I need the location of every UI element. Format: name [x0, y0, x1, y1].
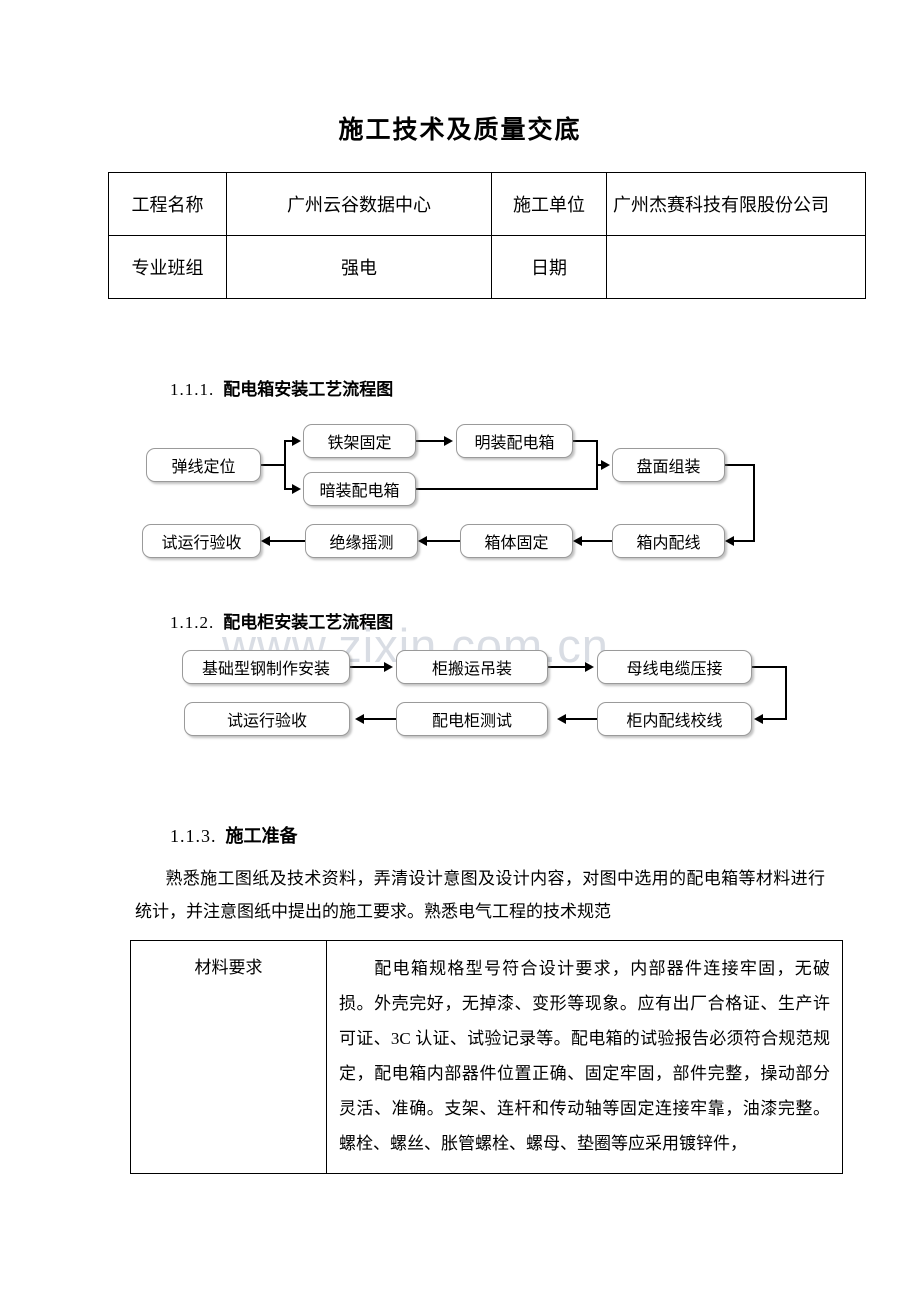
section-title-3: 施工准备	[225, 826, 298, 846]
flow1-edge-to-node2	[284, 440, 294, 442]
flow1-edge-into-node6	[734, 540, 755, 542]
flow1-edge-7-8	[427, 540, 460, 542]
flow2-arrow-to-node4	[754, 714, 763, 724]
flow2-node-6: 试运行验收	[184, 702, 350, 736]
flow1-node-4: 明装配电箱	[456, 424, 573, 458]
section-number-2: 1.1.2.	[170, 613, 215, 632]
flow2-arrow-5-6	[355, 714, 364, 724]
date-value	[606, 235, 866, 299]
flow1-arrow-7-8	[418, 536, 427, 546]
flow2-node-5: 配电柜测试	[396, 702, 548, 736]
contractor-label: 施工单位	[491, 172, 607, 236]
flow2-edge-5-6	[364, 718, 396, 720]
project-info-table: 工程名称 广州云谷数据中心 施工单位 广州杰赛科技有限股份公司 专业班组 强电 …	[108, 172, 866, 299]
material-requirement-label: 材料要求	[130, 940, 327, 1174]
flow1-edge-2-4	[416, 440, 444, 442]
flow1-arrow-8-9	[261, 536, 270, 546]
flow1-node-5: 盘面组装	[612, 448, 725, 482]
team-label: 专业班组	[108, 235, 227, 299]
flow1-edge-5-down	[753, 464, 755, 540]
table-row: 工程名称 广州云谷数据中心 施工单位 广州杰赛科技有限股份公司	[108, 172, 866, 236]
flow1-edge-join-vertical	[596, 464, 598, 489]
section-title-2: 配电柜安装工艺流程图	[223, 613, 394, 632]
flow1-node-7: 箱体固定	[460, 524, 573, 558]
flow2-arrow-4-5	[557, 714, 566, 724]
flow2-edge-3-right	[752, 666, 787, 668]
section-number-3: 1.1.3.	[170, 826, 217, 846]
preparation-line-2: 等材料进行统计，并注意图纸中提出的施工要求。熟悉电气工程的技术规范	[135, 869, 826, 921]
flow1-node-6: 箱内配线	[612, 524, 725, 558]
flow1-edge-8-9	[270, 540, 305, 542]
flow2-arrow-2-3	[585, 662, 594, 672]
flow2-edge-4-5	[566, 718, 597, 720]
date-label: 日期	[491, 235, 607, 299]
flow1-edge-split-vertical	[284, 441, 286, 490]
flow1-arrow-to-node3	[292, 484, 301, 494]
section-heading-3: 1.1.3. 施工准备	[170, 822, 298, 848]
flow1-arrow-to-node5	[601, 460, 610, 470]
material-requirement-text: 配电箱规格型号符合设计要求，内部器件连接牢固，无破损。外壳完好，无掉漆、变形等现…	[339, 959, 830, 1153]
contractor-value: 广州杰赛科技有限股份公司	[606, 172, 866, 236]
project-name-value: 广州云谷数据中心	[226, 172, 492, 236]
section-title-1: 配电箱安装工艺流程图	[223, 380, 394, 399]
flow2-node-3: 母线电缆压接	[597, 650, 752, 684]
flow1-node-2: 铁架固定	[303, 424, 416, 458]
flow2-arrow-1-2	[384, 662, 393, 672]
material-requirements-table: 材料要求 配电箱规格型号符合设计要求，内部器件连接牢固，无破损。外壳完好，无掉漆…	[130, 940, 843, 1174]
section-heading-1: 1.1.1. 配电箱安装工艺流程图	[170, 375, 393, 400]
flow1-node-8: 绝缘摇测	[305, 524, 418, 558]
flow2-edge-3-down	[785, 666, 787, 718]
section-heading-2: 1.1.2. 配电柜安装工艺流程图	[170, 608, 393, 633]
flow1-edge-4-right	[573, 440, 598, 442]
flow1-node-3: 暗装配电箱	[303, 472, 416, 506]
section-number-1: 1.1.1.	[170, 380, 215, 399]
flow2-edge-into-node4	[763, 718, 787, 720]
table-row: 材料要求 配电箱规格型号符合设计要求，内部器件连接牢固，无破损。外壳完好，无掉漆…	[130, 940, 843, 1174]
flow1-edge-split-stem	[261, 464, 286, 466]
flow2-edge-1-2	[350, 666, 386, 668]
material-requirement-body: 配电箱规格型号符合设计要求，内部器件连接牢固，无破损。外壳完好，无掉漆、变形等现…	[326, 940, 843, 1174]
flow1-edge-into-node5	[596, 464, 604, 466]
flow1-arrow-6-7	[573, 536, 582, 546]
flow1-edge-5-right	[725, 464, 755, 466]
flow2-node-4: 柜内配线校线	[597, 702, 752, 736]
flow1-arrow-2-4	[444, 436, 453, 446]
flow1-edge-to-node3	[284, 488, 294, 490]
flow2-edge-2-3	[548, 666, 585, 668]
project-name-label: 工程名称	[108, 172, 227, 236]
team-value: 强电	[226, 235, 492, 299]
flow1-arrow-to-node2	[292, 436, 301, 446]
flow1-edge-3-right	[416, 488, 598, 490]
table-row: 专业班组 强电 日期	[108, 235, 866, 299]
flow1-edge-6-7	[582, 540, 612, 542]
flow2-node-2: 柜搬运吊装	[396, 650, 548, 684]
flow1-node-1: 弹线定位	[146, 448, 261, 482]
page-title: 施工技术及质量交底	[338, 116, 582, 144]
flow1-node-9: 试运行验收	[142, 524, 261, 558]
flow1-arrow-to-node6	[725, 536, 734, 546]
preparation-line-1: 熟悉施工图纸及技术资料，弄清设计意图及设计内容，对图中选用的配电箱	[165, 869, 739, 888]
flow2-node-1: 基础型钢制作安装	[182, 650, 350, 684]
preparation-paragraph: 熟悉施工图纸及技术资料，弄清设计意图及设计内容，对图中选用的配电箱等材料进行统计…	[135, 862, 825, 928]
